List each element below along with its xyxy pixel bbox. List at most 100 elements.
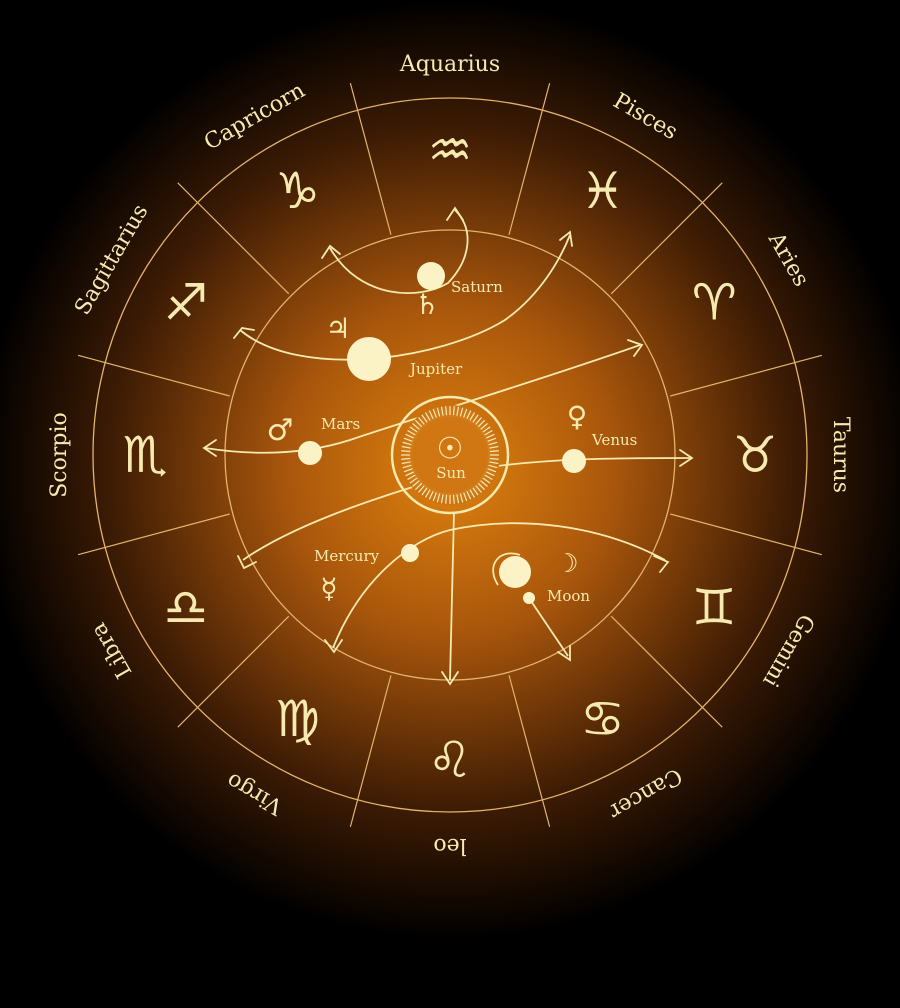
sun-ray — [487, 437, 497, 442]
sun-ray — [401, 450, 411, 453]
sun-ray — [482, 477, 491, 484]
sun-ray — [407, 429, 416, 436]
house-dividers — [77, 82, 823, 828]
venus-icon: ♀ — [567, 400, 588, 433]
mercury-planet — [401, 544, 419, 562]
sun-ray — [401, 457, 411, 460]
sign-name-taurus: Taurus — [828, 417, 853, 493]
sun-ray — [488, 441, 498, 446]
sun-stem — [449, 511, 455, 681]
jupiter-label: Jupiter — [408, 360, 463, 378]
sun-ray — [428, 490, 434, 500]
arrowhead — [679, 449, 694, 467]
sun-ray — [421, 414, 428, 423]
saturn: ♄ Saturn — [414, 262, 503, 321]
scorpio-icon: ♏ — [123, 426, 168, 484]
sun-outer-ring — [390, 395, 510, 515]
sun-ray — [412, 423, 420, 430]
house-divider — [670, 354, 823, 397]
mercury: ☿ Mercury — [314, 544, 419, 605]
sun-ray — [445, 494, 448, 504]
saturn-label: Saturn — [451, 278, 503, 296]
sun-ray — [412, 480, 420, 487]
mars-icon: ♂ — [267, 413, 294, 448]
sun-ray — [414, 419, 423, 428]
sun-ray — [456, 406, 460, 416]
sun-ray — [440, 406, 444, 416]
house-divider — [670, 513, 823, 556]
aquarius-icon: ♒ — [428, 121, 473, 179]
sun-ray — [459, 407, 464, 417]
house-divider — [610, 182, 723, 295]
sign-name-leo: leo — [433, 833, 466, 858]
sun-ray — [401, 445, 411, 449]
arrowhead — [321, 244, 341, 259]
sun-ray — [452, 406, 455, 416]
arrowhead — [446, 206, 464, 221]
house-divider — [610, 615, 723, 728]
sun-ray — [477, 419, 486, 428]
sun-ray — [472, 487, 479, 496]
moon-planet — [499, 556, 531, 588]
arrowhead — [202, 439, 217, 457]
sun-ray — [407, 474, 416, 481]
sun-ray — [482, 426, 491, 433]
virgo-icon: ♍ — [275, 690, 320, 748]
sun-ray — [466, 490, 472, 500]
sun-ray — [436, 407, 441, 417]
leo-icon: ♌ — [428, 731, 473, 789]
gemini-icon: ♊ — [692, 579, 737, 637]
arrowhead — [559, 230, 573, 247]
moon-icon: ☽ — [555, 549, 578, 579]
arrowhead — [237, 555, 257, 570]
mercury-icon: ☿ — [320, 572, 337, 605]
taurus-icon: ♉ — [733, 426, 778, 484]
arrowhead — [441, 671, 459, 686]
sign-name-scorpio: Scorpio — [47, 412, 72, 498]
sign-glyphs: ♒♓♈♉♊♋♌♍♎♏♐♑ — [123, 121, 778, 789]
sun-ray — [456, 494, 460, 504]
sun-ray — [463, 492, 468, 502]
sun-ray — [484, 474, 493, 481]
arrowhead — [557, 645, 571, 662]
sun-ray — [469, 489, 476, 498]
sun-ray — [402, 464, 412, 469]
sun-ray — [405, 433, 415, 439]
house-divider — [349, 82, 392, 235]
saturn-icon: ♄ — [414, 288, 439, 321]
aries-icon: ♈ — [692, 274, 737, 332]
arrowhead — [653, 555, 670, 573]
venus-planet — [562, 449, 586, 473]
sun-ray — [418, 485, 425, 493]
moon: ☽ Moon — [499, 549, 590, 605]
sun-core — [412, 417, 488, 493]
saturn-planet — [417, 262, 445, 290]
house-divider — [508, 82, 551, 235]
house-divider — [508, 675, 551, 828]
mars-label: Mars — [321, 415, 360, 433]
sun-ray — [485, 433, 495, 439]
sun-ray — [466, 410, 472, 420]
sun-ray — [428, 410, 434, 420]
venus: ♀ Venus — [562, 400, 637, 473]
sun-ray — [488, 464, 498, 469]
sun-ray — [440, 494, 444, 504]
moon-orbit-arc — [492, 552, 521, 586]
sun-ray — [421, 487, 428, 496]
sun-ray — [487, 468, 497, 473]
moon-path — [528, 597, 569, 657]
sun-ray — [445, 406, 448, 416]
jupiter-icon: ♃ — [325, 312, 350, 345]
sun-ray — [489, 445, 499, 449]
sun-ray — [472, 414, 479, 423]
house-divider — [177, 182, 290, 295]
sun-ray — [424, 489, 431, 498]
outer-ring — [92, 97, 808, 813]
sign-name-aquarius: Aquarius — [399, 52, 500, 77]
sun-ray — [432, 492, 437, 502]
moon-label: Moon — [547, 587, 590, 605]
cancer-icon: ♋ — [580, 690, 625, 748]
sun-ray — [475, 485, 482, 493]
